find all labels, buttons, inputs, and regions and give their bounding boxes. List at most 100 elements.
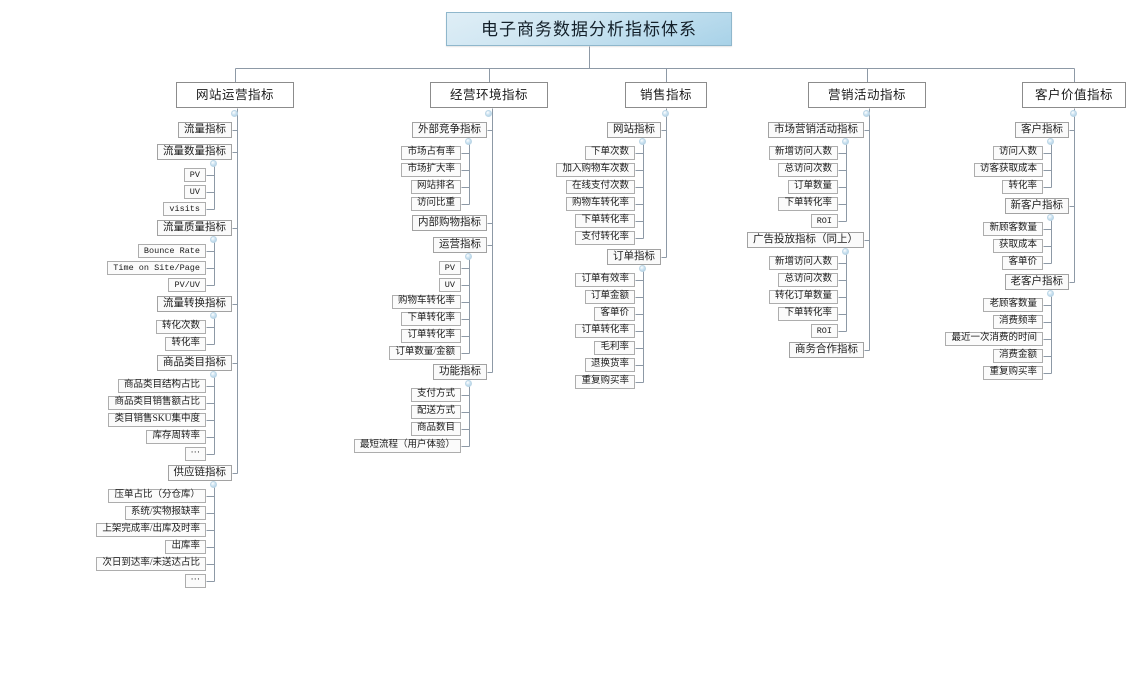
leaf-node-1-2-1[interactable]: UV — [438, 278, 461, 292]
leaf-node-1-2-0[interactable]: PV — [438, 261, 461, 275]
leaf-node-2-1-0[interactable]: 订单有效率 — [575, 273, 635, 287]
branch-junction-dot-0[interactable] — [231, 110, 238, 117]
leaf-node-2-0-3[interactable]: 购物车转化率 — [565, 197, 635, 211]
leaf-node-2-0-0[interactable]: 下单次数 — [584, 146, 635, 160]
group-junction-dot-2-1[interactable] — [639, 265, 646, 272]
leaf-node-0-3-1[interactable]: 转化率 — [165, 337, 206, 351]
branch-node-2[interactable]: 销售指标 — [625, 82, 707, 108]
leaf-node-1-2-5[interactable]: 订单数量/金额 — [389, 346, 461, 360]
leaf-node-0-1-1[interactable]: UV — [183, 185, 206, 199]
group-junction-dot-4-1[interactable] — [1047, 214, 1054, 221]
leaf-node-4-0-2[interactable]: 转化率 — [1002, 180, 1043, 194]
leaf-node-1-2-4[interactable]: 订单转化率 — [401, 329, 461, 343]
group-junction-dot-0-5[interactable] — [210, 481, 217, 488]
branch-node-1[interactable]: 经营环境指标 — [430, 82, 548, 108]
leaf-node-0-4-0[interactable]: 商品类目结构占比 — [117, 379, 206, 393]
group-junction-dot-3-1[interactable] — [842, 248, 849, 255]
leaf-node-1-0-2[interactable]: 网站排名 — [410, 180, 461, 194]
leaf-node-3-1-2[interactable]: 转化订单数量 — [768, 290, 838, 304]
branch-node-3[interactable]: 营销活动指标 — [808, 82, 926, 108]
group-node-4-0[interactable]: 客户指标 — [1015, 122, 1069, 138]
leaf-node-2-0-4[interactable]: 下单转化率 — [575, 214, 635, 228]
leaf-node-3-0-1[interactable]: 总访问次数 — [778, 163, 838, 177]
group-junction-dot-1-0[interactable] — [465, 138, 472, 145]
leaf-node-4-2-0[interactable]: 老顾客数量 — [983, 298, 1043, 312]
leaf-node-3-0-3[interactable]: 下单转化率 — [778, 197, 838, 211]
leaf-node-2-1-4[interactable]: 毛利率 — [594, 341, 635, 355]
leaf-node-0-2-0[interactable]: Bounce Rate — [137, 244, 206, 258]
leaf-node-0-4-4[interactable]: ··· — [184, 447, 206, 461]
leaf-node-1-3-3[interactable]: 最短流程（用户体验） — [353, 439, 461, 453]
leaf-node-4-1-0[interactable]: 新顾客数量 — [983, 222, 1043, 236]
branch-junction-dot-3[interactable] — [863, 110, 870, 117]
leaf-node-0-4-2[interactable]: 类目销售SKU集中度 — [108, 413, 206, 427]
leaf-node-0-4-1[interactable]: 商品类目销售额占比 — [108, 396, 206, 410]
group-node-1-0[interactable]: 外部竞争指标 — [412, 122, 487, 138]
leaf-node-0-1-2[interactable]: visits — [163, 202, 206, 216]
group-node-2-0[interactable]: 网站指标 — [607, 122, 661, 138]
leaf-node-1-0-0[interactable]: 市场占有率 — [401, 146, 461, 160]
leaf-node-0-1-0[interactable]: PV — [183, 168, 206, 182]
leaf-node-3-0-2[interactable]: 订单数量 — [787, 180, 838, 194]
leaf-node-1-0-3[interactable]: 访问比重 — [410, 197, 461, 211]
leaf-node-4-2-2[interactable]: 最近一次消费的时间 — [945, 332, 1043, 346]
leaf-node-4-2-4[interactable]: 重复购买率 — [983, 366, 1043, 380]
group-junction-dot-4-2[interactable] — [1047, 290, 1054, 297]
leaf-node-2-1-2[interactable]: 客单价 — [594, 307, 635, 321]
group-node-0-3[interactable]: 流量转换指标 — [157, 296, 232, 312]
leaf-node-3-1-1[interactable]: 总访问次数 — [778, 273, 838, 287]
group-junction-dot-2-0[interactable] — [639, 138, 646, 145]
group-junction-dot-0-1[interactable] — [210, 160, 217, 167]
leaf-node-1-3-0[interactable]: 支付方式 — [410, 388, 461, 402]
leaf-node-3-0-4[interactable]: ROI — [810, 214, 838, 228]
group-junction-dot-0-3[interactable] — [210, 312, 217, 319]
branch-node-4[interactable]: 客户价值指标 — [1022, 82, 1126, 108]
leaf-node-0-4-3[interactable]: 库存周转率 — [146, 430, 206, 444]
leaf-node-4-0-1[interactable]: 访客获取成本 — [973, 163, 1043, 177]
group-junction-dot-1-2[interactable] — [465, 253, 472, 260]
group-node-3-0[interactable]: 市场营销活动指标 — [768, 122, 864, 138]
group-node-0-0[interactable]: 流量指标 — [178, 122, 232, 138]
leaf-node-3-1-4[interactable]: ROI — [810, 324, 838, 338]
group-junction-dot-0-2[interactable] — [210, 236, 217, 243]
leaf-node-1-3-2[interactable]: 商品数目 — [410, 422, 461, 436]
leaf-node-4-2-3[interactable]: 消费金额 — [992, 349, 1043, 363]
group-node-0-4[interactable]: 商品类目指标 — [157, 355, 232, 371]
leaf-node-2-0-1[interactable]: 加入购物车次数 — [556, 163, 635, 177]
group-node-4-2[interactable]: 老客户指标 — [1004, 274, 1069, 290]
leaf-node-2-1-6[interactable]: 重复购买率 — [575, 375, 635, 389]
group-junction-dot-4-0[interactable] — [1047, 138, 1054, 145]
root-node[interactable]: 电子商务数据分析指标体系 — [446, 12, 732, 46]
group-node-0-1[interactable]: 流量数量指标 — [157, 144, 232, 160]
branch-node-0[interactable]: 网站运营指标 — [176, 82, 294, 108]
group-node-3-1[interactable]: 广告投放指标（同上） — [747, 232, 864, 248]
leaf-node-2-0-2[interactable]: 在线支付次数 — [565, 180, 635, 194]
leaf-node-4-0-0[interactable]: 访问人数 — [992, 146, 1043, 160]
leaf-node-4-2-1[interactable]: 消费频率 — [992, 315, 1043, 329]
group-junction-dot-1-3[interactable] — [465, 380, 472, 387]
group-node-4-1[interactable]: 新客户指标 — [1004, 198, 1069, 214]
group-node-1-2[interactable]: 运营指标 — [433, 237, 487, 253]
leaf-node-1-2-3[interactable]: 下单转化率 — [401, 312, 461, 326]
leaf-node-3-0-0[interactable]: 新增访问人数 — [768, 146, 838, 160]
leaf-node-0-5-2[interactable]: 上架完成率/出库及时率 — [96, 523, 206, 537]
leaf-node-3-1-3[interactable]: 下单转化率 — [778, 307, 838, 321]
branch-junction-dot-4[interactable] — [1070, 110, 1077, 117]
leaf-node-0-5-0[interactable]: 压单占比（分仓库） — [108, 489, 206, 503]
leaf-node-2-1-1[interactable]: 订单金额 — [584, 290, 635, 304]
group-junction-dot-0-4[interactable] — [210, 371, 217, 378]
leaf-node-2-1-3[interactable]: 订单转化率 — [575, 324, 635, 338]
leaf-node-0-3-0[interactable]: 转化次数 — [155, 320, 206, 334]
leaf-node-2-0-5[interactable]: 支付转化率 — [575, 231, 635, 245]
leaf-node-1-3-1[interactable]: 配送方式 — [410, 405, 461, 419]
leaf-node-0-5-5[interactable]: ··· — [184, 574, 206, 588]
leaf-node-3-1-0[interactable]: 新增访问人数 — [768, 256, 838, 270]
leaf-node-0-5-3[interactable]: 出库率 — [165, 540, 206, 554]
group-node-1-1[interactable]: 内部购物指标 — [412, 215, 487, 231]
branch-junction-dot-2[interactable] — [662, 110, 669, 117]
leaf-node-1-2-2[interactable]: 购物车转化率 — [391, 295, 461, 309]
group-node-1-3[interactable]: 功能指标 — [433, 364, 487, 380]
leaf-node-0-5-1[interactable]: 系统/实物报缺率 — [124, 506, 206, 520]
leaf-node-0-2-2[interactable]: PV/UV — [168, 278, 206, 292]
group-node-3-2[interactable]: 商务合作指标 — [789, 342, 864, 358]
